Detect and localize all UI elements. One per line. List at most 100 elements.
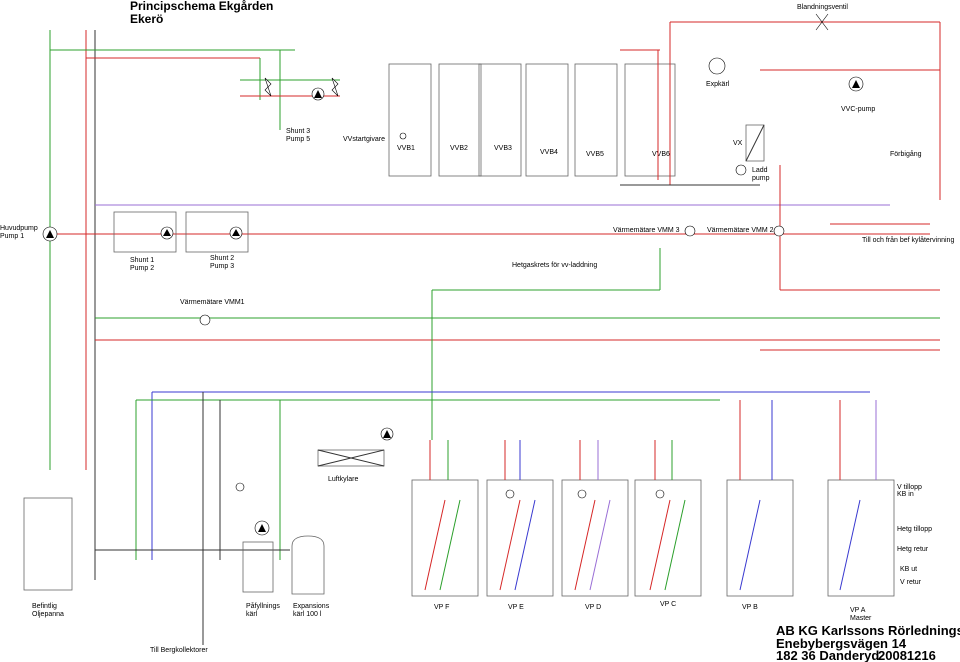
hetg-tillopp-label: Hetg tillopp: [897, 526, 932, 533]
vvb5-label: VVB5: [586, 151, 604, 158]
pafyllnings-label1: Påfyllnings: [246, 602, 280, 610]
forbigang-label: Förbigång: [890, 150, 922, 158]
firm-name: AB KG Karlssons Rörledningsfirma: [776, 623, 960, 638]
vp-c-label: VP C: [660, 601, 676, 608]
pump-arrow-icon: [258, 524, 266, 532]
vmm2-icon: [773, 225, 785, 237]
huvudpump-group: Huvudpump Pump 1: [0, 225, 58, 242]
vx-label: VX: [733, 140, 743, 147]
shunt1-label2: Pump 2: [130, 265, 154, 272]
main-risers: [49, 30, 295, 580]
vp-a-label1: VP A: [850, 607, 866, 614]
pressure-gauge-icon: [235, 482, 245, 492]
vmm3-label: Värmemätare VMM 3: [613, 227, 680, 234]
heat-pumps: VP F VP E VP D VP C VP B VP A Master: [411, 400, 895, 622]
firm-city: 182 36 Danderyd: [776, 648, 879, 662]
vvb1-tank: [388, 63, 432, 177]
vp-a-label2: Master: [850, 615, 872, 622]
vvb2-label: VVB2: [450, 145, 468, 152]
pump-arrow-icon: [232, 229, 240, 236]
vp-b-label: VP B: [742, 604, 758, 611]
blandningsventil-label: Blandningsventil: [797, 4, 848, 11]
vp-c-pump-icon[interactable]: [655, 489, 665, 499]
v-tillopp-label2: KB in: [897, 491, 914, 498]
hetg-retur-label: Hetg retur: [897, 546, 929, 553]
vvb4-label: VVB4: [540, 149, 558, 156]
vmm1-icon: [199, 314, 211, 326]
luftkylare-unit: [317, 449, 385, 467]
vmm3-icon: [684, 225, 696, 237]
valve-icon[interactable]: [264, 77, 272, 97]
expansionskarl-box: [291, 535, 325, 595]
vp-d-label: VP D: [585, 604, 601, 611]
sensor-icon: [399, 132, 407, 140]
vx-exchanger: [745, 124, 765, 162]
shunt2-label2: Pump 3: [210, 263, 234, 270]
vp-f-label: VP F: [434, 604, 449, 611]
vvb-tanks: VVB1 VVB2 VVB3 VVB4 VVB5 VVB6: [388, 63, 676, 177]
ladd-pump-label1: Ladd: [752, 167, 768, 174]
vp-e-box: [486, 479, 554, 597]
vmm2-label: Värmemätare VMM 2: [707, 227, 774, 234]
pump-arrow-icon: [46, 230, 54, 238]
till-bergkollektorer-label: Till Bergkollektorer: [150, 647, 208, 654]
vp-b-box: [726, 479, 794, 597]
vp-d-pump-icon[interactable]: [577, 489, 587, 499]
shunt2-label1: Shunt 2: [210, 255, 234, 262]
vvstartgivare-label: VVstartgivare: [343, 136, 385, 143]
pump-arrow-icon: [314, 90, 322, 98]
befintlig-label1: Befintlig: [32, 603, 57, 610]
shunts-group: Shunt 1 Pump 2 Shunt 2 Pump 3: [113, 211, 249, 272]
pump-arrow-icon: [383, 430, 391, 438]
vp-a-box: [827, 479, 895, 597]
vvb3-label: VVB3: [494, 145, 512, 152]
vp-e-label: VP E: [508, 604, 524, 611]
v-retur-label: V retur: [900, 579, 922, 586]
till-fran-label: Till och från bef kylåtervinning: [862, 236, 954, 244]
horizontal-headers: [50, 165, 940, 645]
shunt3-label1: Shunt 3: [286, 128, 310, 135]
firm-date: 20081216: [878, 648, 936, 662]
ladd-pump-icon[interactable]: [735, 164, 747, 176]
vp-e-pump-icon[interactable]: [505, 489, 515, 499]
befintlig-label2: Oljepanna: [32, 611, 64, 618]
expansions-label2: kärl 100 l: [293, 611, 322, 618]
shunt2-box: [185, 211, 249, 253]
shunt1-label1: Shunt 1: [130, 257, 154, 264]
firm-address: Enebybergsvägen 14: [776, 636, 907, 651]
top-right-group: Blandningsventil Expkärl VVC-pump VX Lad…: [620, 4, 941, 200]
shunt3-group: Shunt 3 Pump 5: [240, 58, 340, 143]
valve-icon[interactable]: [331, 77, 339, 97]
vmm1-label: Värmemätare VMM1: [180, 299, 245, 306]
shunt1-box: [113, 211, 177, 253]
blandningsventil-icon[interactable]: [815, 13, 829, 31]
title-line1: Principschema Ekgården: [130, 0, 273, 13]
expkarl-icon: [708, 57, 726, 75]
oljepanna-box: [23, 497, 73, 591]
pafyllnings-label2: kärl: [246, 611, 258, 618]
expkarl-label: Expkärl: [706, 81, 730, 88]
title-line2: Ekerö: [130, 12, 163, 26]
pump-arrow-icon: [163, 229, 171, 236]
pump-arrow-icon: [852, 80, 860, 88]
v-tillopp-label1: V tillopp: [897, 484, 922, 491]
vvb1-label: VVB1: [397, 145, 415, 152]
pafyllnings-box: [242, 541, 274, 593]
vp-f-box: [411, 479, 479, 597]
vvb6-label: VVB6: [652, 151, 670, 158]
vvb5-tank: [574, 63, 618, 177]
luftkylare-label: Luftkylare: [328, 476, 358, 483]
vvb2-tank: [438, 63, 482, 177]
ladd-pump-label2: pump: [752, 175, 770, 182]
huvudpump-label2: Pump 1: [0, 233, 24, 240]
shunt3-label2: Pump 5: [286, 136, 310, 143]
vp-d-box: [561, 479, 629, 597]
kb-ut-label: KB ut: [900, 566, 917, 573]
hetgaskrets-label: Hetgaskrets för vv-laddning: [512, 262, 597, 269]
vvb4-tank: [525, 63, 569, 177]
vvc-pump-label: VVC-pump: [841, 106, 875, 113]
vvb3-tank: [478, 63, 522, 177]
vp-c-box: [634, 479, 702, 597]
huvudpump-label1: Huvudpump: [0, 225, 38, 232]
